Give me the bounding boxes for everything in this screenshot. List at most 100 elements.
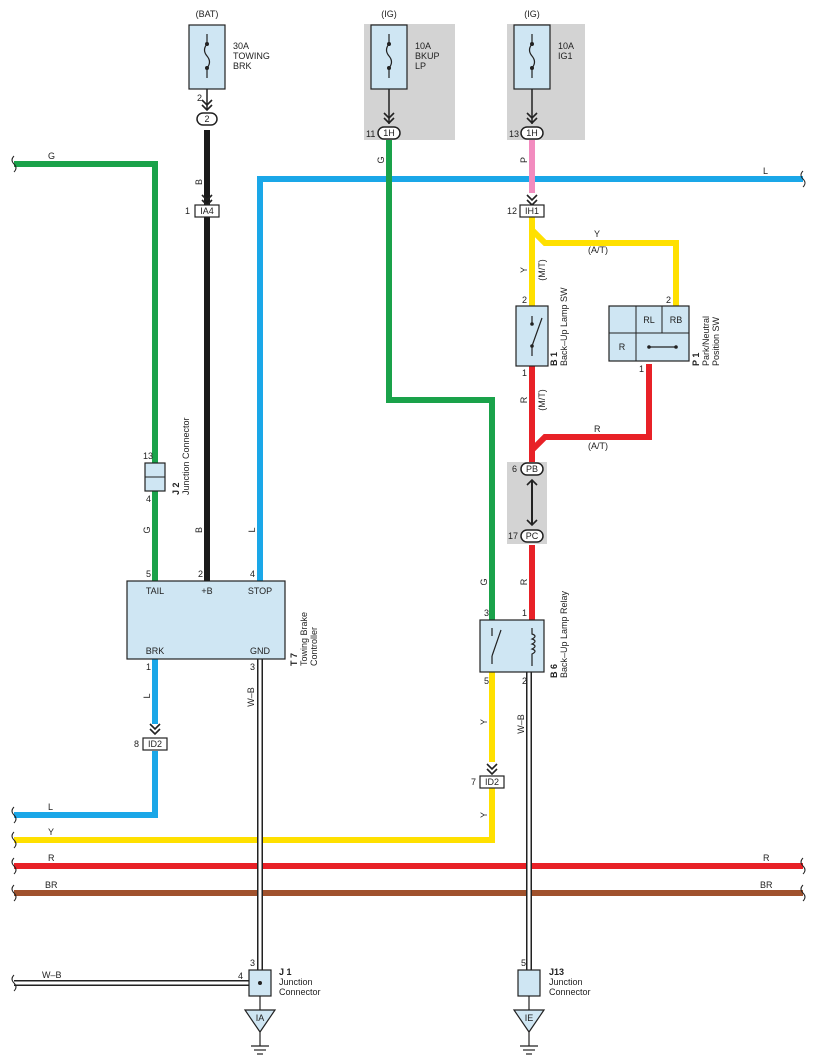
- fuse-label: 10A: [558, 41, 574, 51]
- svg-text:Junction Connector: Junction Connector: [181, 417, 191, 495]
- wire-red-at: [529, 364, 652, 453]
- svg-text:IA: IA: [256, 1013, 265, 1023]
- junction-connector-j1: [248, 969, 272, 1010]
- svg-text:(A/T): (A/T): [588, 245, 608, 255]
- svg-text:1: 1: [639, 364, 644, 374]
- svg-text:4: 4: [146, 494, 151, 504]
- svg-text:Connector: Connector: [279, 987, 321, 997]
- svg-text:P: P: [519, 157, 529, 163]
- ig-label-2: (IG): [524, 9, 540, 19]
- junction-connector-j13: [517, 969, 541, 1010]
- svg-text:1: 1: [522, 608, 527, 618]
- connector-pc: PC: [520, 529, 544, 543]
- svg-text:13: 13: [143, 451, 153, 461]
- svg-text:T 7: T 7: [289, 653, 299, 666]
- svg-text:TAIL: TAIL: [146, 586, 164, 596]
- svg-text:ID2: ID2: [148, 739, 162, 749]
- svg-text:GND: GND: [250, 646, 271, 656]
- svg-text:R: R: [48, 853, 55, 863]
- svg-text:IA4: IA4: [200, 206, 214, 216]
- ig-label-1: (IG): [381, 9, 397, 19]
- svg-text:1H: 1H: [383, 128, 395, 138]
- svg-text:W–B: W–B: [246, 687, 256, 707]
- connector-2: 2: [196, 112, 218, 126]
- svg-text:2: 2: [204, 114, 209, 124]
- towing-brake-controller-t7: TAIL +B STOP BRK GND: [126, 580, 286, 660]
- fuse-label: BRK: [233, 61, 252, 71]
- svg-text:J 2: J 2: [171, 482, 181, 495]
- svg-text:G: G: [376, 156, 386, 163]
- svg-text:B 1: B 1: [549, 352, 559, 366]
- svg-text:G: G: [479, 578, 489, 585]
- wire-labels-vertical: B G P Y (M/T) R (M/T) G B L G R L W–B Y …: [142, 156, 547, 818]
- park-neutral-position-switch-p1: RL RB R: [608, 305, 690, 362]
- connector-id2-top: ID2: [142, 737, 168, 751]
- svg-text:IE: IE: [525, 1013, 534, 1023]
- svg-text:Y: Y: [479, 719, 489, 725]
- junction-labels: J 1 Junction Connector J13 Junction Conn…: [279, 967, 591, 997]
- svg-text:ID2: ID2: [485, 777, 499, 787]
- svg-text:Back–Up Lamp Relay: Back–Up Lamp Relay: [559, 590, 569, 678]
- svg-text:3: 3: [484, 608, 489, 618]
- svg-text:1: 1: [522, 368, 527, 378]
- svg-text:PC: PC: [526, 531, 539, 541]
- svg-text:Y: Y: [479, 812, 489, 818]
- svg-text:IH1: IH1: [525, 206, 539, 216]
- svg-text:5: 5: [146, 569, 151, 579]
- svg-text:Y: Y: [594, 229, 600, 239]
- svg-text:3: 3: [250, 662, 255, 672]
- wire-yellow-bus: [14, 788, 495, 843]
- wire-labels: G L Y (A/T) R (A/T) L Y R R BR BR W–B: [42, 151, 773, 980]
- svg-text:R: R: [594, 424, 601, 434]
- ground-ia: IA: [243, 1009, 277, 1055]
- wire-green-tail: [14, 161, 158, 463]
- fuse-ig1: [513, 24, 551, 124]
- svg-text:2: 2: [522, 295, 527, 305]
- svg-text:(M/T): (M/T): [537, 389, 547, 411]
- component-labels: B 1 Back–Up Lamp SW P 1 Park/Neutral Pos…: [171, 287, 721, 678]
- junction-connector-j2: [144, 462, 166, 492]
- svg-text:P 1: P 1: [691, 353, 701, 366]
- svg-text:2: 2: [197, 93, 202, 103]
- svg-text:PB: PB: [526, 464, 538, 474]
- svg-text:G: G: [48, 151, 55, 161]
- svg-text:2: 2: [666, 295, 671, 305]
- svg-text:B: B: [194, 179, 204, 185]
- fuse-towing-brk: [188, 24, 226, 110]
- svg-text:17: 17: [508, 531, 518, 541]
- fuse-label: TOWING: [233, 51, 270, 61]
- svg-text:2: 2: [522, 676, 527, 686]
- svg-text:4: 4: [238, 971, 243, 981]
- svg-text:Junction: Junction: [279, 977, 313, 987]
- svg-text:+B: +B: [201, 586, 212, 596]
- ground-ie: IE: [512, 1009, 546, 1055]
- svg-text:3: 3: [250, 958, 255, 968]
- svg-text:L: L: [247, 527, 257, 532]
- fuse-label: 30A: [233, 41, 249, 51]
- svg-text:5: 5: [521, 958, 526, 968]
- svg-text:1: 1: [185, 206, 190, 216]
- svg-text:R: R: [619, 342, 626, 352]
- connector-ih1: IH1: [519, 204, 545, 218]
- fuse-bkup-lp: [370, 24, 408, 124]
- svg-text:L: L: [763, 166, 768, 176]
- svg-text:12: 12: [507, 206, 517, 216]
- svg-text:(M/T): (M/T): [537, 259, 547, 281]
- connector-id2-bottom: ID2: [479, 775, 505, 789]
- bat-label: (BAT): [196, 9, 219, 19]
- svg-text:STOP: STOP: [248, 586, 272, 596]
- wire-blue-bus: [14, 751, 158, 818]
- fuse-label: BKUP: [415, 51, 440, 61]
- svg-text:Position SW: Position SW: [711, 316, 721, 366]
- svg-text:B 6: B 6: [549, 664, 559, 678]
- svg-text:7: 7: [471, 777, 476, 787]
- svg-text:11: 11: [366, 129, 375, 139]
- svg-text:G: G: [142, 526, 152, 533]
- svg-text:Y: Y: [48, 827, 54, 837]
- svg-text:L: L: [142, 693, 152, 698]
- wire-green-1h: [386, 140, 495, 620]
- pin-numbers: 2 1 11 13 12 2 1 2 1 6 17 13 4 5 2 4 1 3…: [134, 93, 671, 981]
- backup-lamp-relay-b6: [479, 619, 545, 673]
